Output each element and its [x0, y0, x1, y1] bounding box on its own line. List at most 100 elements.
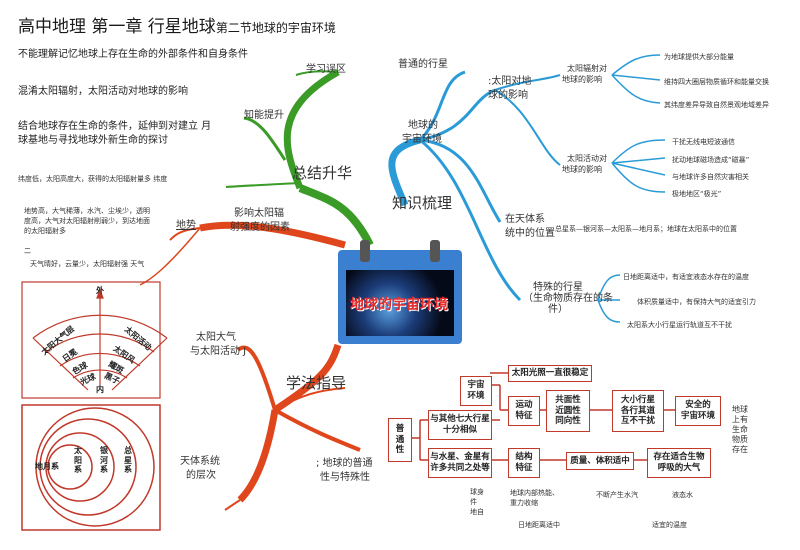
life-3: 生命	[732, 425, 748, 434]
label-ordinary-planet: 普通的行星	[398, 59, 448, 70]
box-motion-1: 运动	[515, 400, 533, 411]
box-different-1: 与水星、金星有	[430, 452, 490, 463]
label-position-2: 统中的位置	[505, 228, 555, 239]
distance-moderate: 日地距离适中	[518, 521, 560, 529]
box-structure: 结构 特征	[508, 448, 540, 478]
note-latitude: 纬度低，太阳高度大，获得的太阳辐射量多 纬度	[18, 175, 168, 183]
fan-inner-label: 内	[96, 385, 104, 394]
label-activity-1: 太阳活动对	[567, 154, 607, 163]
box-safe-1: 安全的	[685, 400, 711, 411]
box-common-2: 近圆性	[555, 405, 581, 416]
label-env-1: 地球的	[408, 120, 438, 131]
suitable-temperature: 适宜的温度	[652, 521, 687, 529]
label-system-2: 的层次	[186, 470, 216, 481]
box-common-1: 共面性	[555, 395, 581, 406]
box-suitable-2: 呼吸的大气	[657, 463, 701, 473]
label-special-3: 件）	[548, 304, 568, 315]
box-universe-env-1: 宇宙	[467, 380, 485, 391]
water-vapor: 不断产生水汽	[596, 491, 638, 499]
box-common-3: 同向性	[555, 416, 581, 427]
life-5: 存在	[732, 445, 748, 454]
note-altitude-1: 地势高，大气稀薄，水汽、尘埃少，透明	[24, 207, 150, 215]
note-mistake: 不能理解记忆地球上存在生命的外部条件和自身条件	[18, 49, 248, 60]
box-sunlight: 太阳光照一直很稳定	[508, 365, 592, 382]
act-item-4: 极地地区“极光”	[672, 190, 722, 198]
label-special-2: （生命物质存在的条	[523, 293, 613, 304]
box-planets-2: 各行其道	[620, 405, 655, 416]
box-ordinary-label: 普通性	[395, 424, 405, 456]
self-3: 地自	[470, 507, 484, 516]
life-2: 上有	[732, 415, 748, 424]
box-similar-2: 十分相似	[442, 425, 477, 435]
box-planets-3: 互不干扰	[620, 416, 655, 427]
life-1: 地球	[732, 405, 748, 414]
act-item-2: 扰动地球磁场造成“磁暴”	[672, 156, 750, 164]
branch-knowledge: 知识梳理	[392, 194, 453, 212]
self-2: 件	[470, 497, 477, 506]
label-terrain: 地势	[176, 220, 196, 231]
label-mistake: 学习误区	[306, 64, 346, 75]
box-structure-2: 特征	[515, 463, 533, 473]
note-altitude-2: 度高，大气对太阳辐射削弱少，到达地面	[24, 217, 150, 225]
calendar-ring-left	[360, 240, 370, 262]
calendar-ring-right	[430, 240, 440, 262]
box-motion-2: 特征	[515, 411, 533, 421]
box-similar: 与其他七大行星 十分相似	[428, 410, 492, 440]
branch-summary: 总结升华	[292, 164, 353, 182]
special-item-2: 体积质量适中，有保持大气的适宜引力	[637, 298, 756, 306]
box-safe-2: 宇宙环境	[680, 411, 715, 421]
box-similar-1: 与其他七大行星	[430, 414, 490, 425]
label-factors-1: 影响太阳辐	[234, 208, 284, 219]
label-factors-2: 射强度的因素	[230, 222, 290, 233]
title-main: 高中地理 第一章 行星地球	[18, 17, 216, 37]
special-item-1: 日地距离适中，有适宜液态水存在的温度	[623, 273, 749, 281]
box-planets: 大小行星 各行其道 互不干扰	[612, 390, 664, 432]
box-suitable: 存在适合生物 呼吸的大气	[647, 448, 711, 478]
label-ability: 知能提升	[244, 110, 284, 121]
fan-outer-label: 外	[96, 286, 104, 295]
box-volume: 质量、体积适中	[566, 452, 634, 470]
box-safe: 安全的 宇宙环境	[675, 396, 721, 426]
box-common: 共面性 近圆性 同向性	[546, 390, 590, 432]
box-planets-1: 大小行星	[620, 395, 655, 406]
life-4: 物质	[732, 435, 748, 444]
label-env-2: 宇宙环境	[402, 134, 442, 145]
note-weather: 天气晴好，云量少，太阳辐射强 天气	[30, 260, 145, 268]
title-sub: 第二节地球的宇宙环境	[215, 21, 336, 35]
self-column: 球身 件 地自	[470, 488, 484, 517]
box-different: 与水星、金星有 许多共同之处等	[428, 448, 492, 478]
circle-label-galaxy: 银河系	[100, 446, 108, 475]
note-extension-1: 结合地球存在生命的条件，延伸到对建立 月	[18, 121, 212, 132]
rad-item-3: 其纬度差异导致自然景观地域差异	[664, 101, 769, 109]
circle-label-solar: 太阳系	[74, 446, 82, 475]
branch-method: 学法指导	[286, 374, 347, 392]
box-motion: 运动 特征	[508, 396, 540, 426]
label-earth-1: ; 地球的普通	[316, 458, 373, 469]
box-sunlight-label: 太阳光照一直很稳定	[511, 368, 589, 379]
box-volume-label: 质量、体积适中	[570, 455, 630, 466]
liquid-water: 液态水	[672, 491, 693, 499]
internal-heat-2: 重力收缩	[510, 499, 538, 507]
act-item-3: 与地球许多自然灾害相关	[672, 173, 749, 181]
box-universe-env-2: 环境	[467, 391, 485, 401]
label-system-1: 天体系统	[180, 456, 220, 467]
label-sun-atmo-2: 与太阳活动 J	[190, 346, 247, 357]
label-position-1: 在天体系	[505, 214, 545, 225]
box-suitable-1: 存在适合生物	[653, 452, 705, 463]
note-confusion: 混淆太阳辐射，太阳活动对地球的影响	[18, 86, 188, 97]
box-ordinary: 普通性	[388, 418, 412, 462]
label-sun-atmo-1: 太阳大气	[196, 332, 236, 343]
label-radiation-2: 地球的影响	[562, 75, 602, 84]
note-mark: 二	[24, 247, 31, 255]
life-column: 地球 上有 生命 物质 存在	[732, 405, 748, 455]
box-different-2: 许多共同之处等	[430, 463, 490, 473]
label-activity-2: 地球的影响	[562, 165, 602, 174]
circle-label-universe: 总星系	[124, 446, 132, 475]
self-1: 球身	[470, 488, 484, 496]
circle-label-earth-moon: 地月系	[35, 462, 59, 471]
note-extension-2: 球基地与寻找地球外新生命的探讨	[18, 135, 168, 146]
box-structure-1: 结构	[515, 452, 533, 463]
label-earth-2: 性与特殊性	[320, 472, 370, 483]
label-radiation-1: 太阳辐射对	[567, 64, 607, 73]
